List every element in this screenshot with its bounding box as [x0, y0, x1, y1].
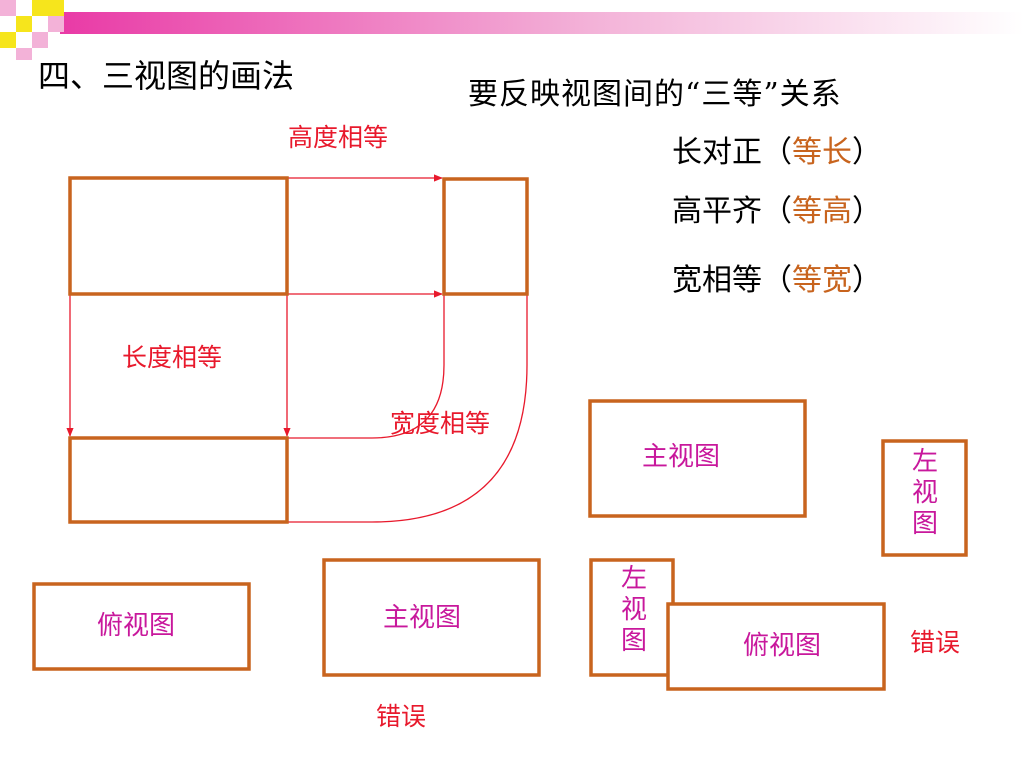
front-view-box	[68, 176, 289, 296]
wrong2-left-view-label: 左 视 图	[614, 564, 654, 657]
projection-lines	[66, 174, 528, 523]
relation-close: ）	[852, 135, 882, 170]
correct-left-view-box	[881, 439, 968, 557]
wrong1-top-view-label: 俯视图	[97, 611, 176, 641]
relation-close: ）	[852, 194, 882, 229]
top-view-box	[68, 436, 289, 524]
banner-checker	[0, 0, 64, 60]
wrong1-front-view-box	[322, 558, 541, 677]
correct-front-view-box	[588, 399, 807, 518]
relation-term: 宽相等（	[672, 263, 792, 298]
example-views	[32, 399, 968, 691]
left-view-char: 视	[911, 478, 938, 508]
header-banner	[0, 0, 1024, 60]
width-transfer-arc-inner	[287, 295, 445, 439]
width-equal-label: 宽度相等	[390, 409, 491, 438]
slide-subtitle: 要反映视图间的“三等”关系	[468, 77, 842, 112]
correct-views	[68, 176, 529, 524]
relation-width: 宽相等（等宽）	[672, 266, 882, 296]
slide-heading: 四、三视图的画法	[38, 57, 295, 95]
left-view-char: 视	[620, 595, 647, 625]
wrong1-top-view-box	[32, 582, 251, 671]
length-equal-label: 长度相等	[122, 343, 223, 372]
left-view-char: 左	[911, 447, 938, 477]
relation-term: 高平齐（	[672, 194, 792, 229]
correct-left-view-label: 左 视 图	[905, 447, 945, 540]
wrong2-top-view-box	[666, 602, 886, 691]
width-transfer-arc-outer	[287, 295, 528, 523]
left-view-char: 图	[911, 509, 938, 539]
relation-height: 高平齐（等高）	[672, 197, 882, 227]
relation-highlight: 等长	[792, 135, 852, 170]
relation-length: 长对正（等长）	[672, 138, 882, 168]
banner-stripe	[60, 12, 1024, 34]
relation-highlight: 等宽	[792, 263, 852, 298]
correct-front-view-label: 主视图	[642, 442, 721, 472]
relation-close: ）	[852, 263, 882, 298]
relation-highlight: 等高	[792, 194, 852, 229]
wrong2-error-label: 错误	[910, 628, 961, 657]
left-view-box	[442, 177, 529, 296]
relation-term: 长对正（	[672, 135, 792, 170]
height-equal-label: 高度相等	[288, 123, 389, 152]
wrong1-front-view-label: 主视图	[383, 603, 462, 633]
left-view-char: 左	[620, 564, 647, 594]
wrong1-error-label: 错误	[376, 702, 427, 731]
wrong2-top-view-label: 俯视图	[743, 631, 822, 661]
left-view-char: 图	[620, 626, 647, 656]
